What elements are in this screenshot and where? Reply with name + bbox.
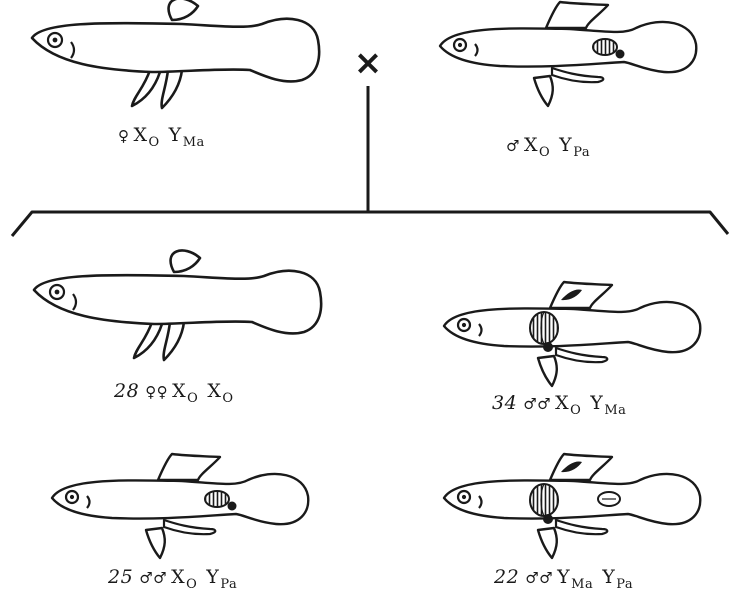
sex-symbol: ♂ <box>506 137 520 155</box>
cross-symbol: × <box>354 43 383 83</box>
sex-symbol: ♀♀ <box>145 383 169 401</box>
dorsal-fin-spotted <box>548 452 614 482</box>
dorsal-fin <box>156 452 222 482</box>
offspring-fish-4 <box>442 452 702 560</box>
sex-symbol: ♂♂ <box>139 569 168 587</box>
offspring-fish-2 <box>442 280 702 388</box>
offspring-fish-3 <box>50 452 310 560</box>
sex-symbol: ♀ <box>118 127 130 145</box>
pa-spot <box>597 491 621 507</box>
offspring-bracket <box>10 210 730 237</box>
offspring-fish-1 <box>32 249 323 362</box>
dorsal-fin-spotted <box>548 280 614 310</box>
sex-symbol: ♂♂ <box>525 569 554 587</box>
sex-symbol: ♂♂ <box>523 395 552 413</box>
male-parent-fish <box>438 0 698 108</box>
dorsal-fin <box>544 0 610 30</box>
female-parent-fish <box>30 0 321 110</box>
